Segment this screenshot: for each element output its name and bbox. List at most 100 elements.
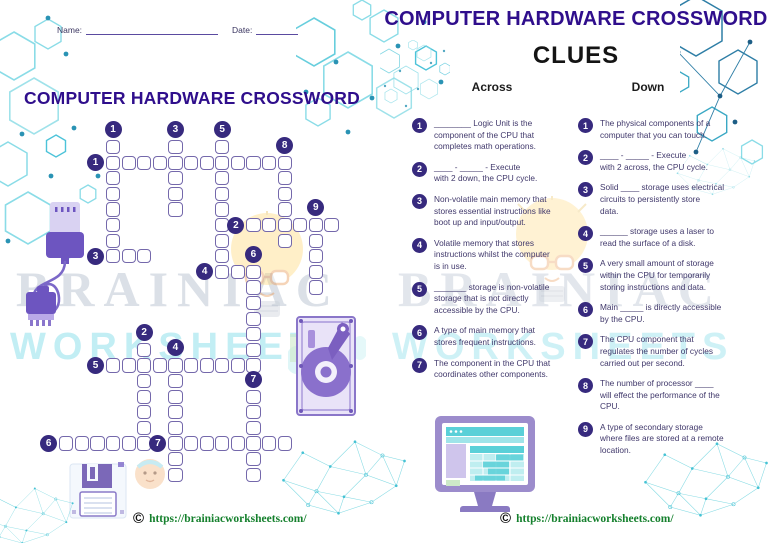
grid-cell[interactable] bbox=[137, 389, 152, 404]
grid-cell[interactable] bbox=[246, 342, 261, 357]
down-clue-4: 4______ storage uses a laser to read the… bbox=[578, 226, 736, 249]
grid-cell[interactable] bbox=[184, 155, 199, 170]
grid-cell[interactable] bbox=[308, 218, 323, 233]
grid-cell[interactable] bbox=[277, 155, 292, 170]
grid-cell[interactable] bbox=[308, 249, 323, 264]
grid-cell[interactable] bbox=[246, 452, 261, 467]
grid-cell[interactable] bbox=[215, 202, 230, 217]
grid-cell[interactable] bbox=[121, 436, 136, 451]
grid-cell[interactable] bbox=[168, 467, 183, 482]
grid-cell[interactable] bbox=[168, 436, 183, 451]
grid-cell[interactable] bbox=[168, 186, 183, 201]
grid-cell[interactable] bbox=[168, 420, 183, 435]
footer-url-left[interactable]: https://brainiacworksheets.com/ bbox=[149, 512, 307, 525]
grid-cell[interactable] bbox=[215, 155, 230, 170]
grid-cell[interactable] bbox=[246, 155, 261, 170]
grid-cell[interactable] bbox=[246, 264, 261, 279]
grid-cell[interactable] bbox=[246, 296, 261, 311]
grid-cell[interactable] bbox=[246, 280, 261, 295]
grid-cell[interactable] bbox=[230, 155, 245, 170]
grid-cell[interactable] bbox=[168, 405, 183, 420]
grid-cell[interactable] bbox=[59, 436, 74, 451]
grid-cell[interactable] bbox=[106, 358, 121, 373]
grid-cell[interactable] bbox=[262, 218, 277, 233]
grid-cell[interactable] bbox=[137, 155, 152, 170]
grid-cell[interactable] bbox=[106, 202, 121, 217]
grid-cell[interactable] bbox=[230, 264, 245, 279]
grid-cell[interactable] bbox=[215, 233, 230, 248]
grid-cell[interactable] bbox=[152, 155, 167, 170]
grid-cell[interactable] bbox=[246, 467, 261, 482]
grid-cell[interactable] bbox=[277, 436, 292, 451]
grid-cell[interactable] bbox=[230, 436, 245, 451]
grid-cell[interactable] bbox=[137, 358, 152, 373]
grid-cell[interactable] bbox=[277, 233, 292, 248]
grid-cell[interactable] bbox=[199, 358, 214, 373]
grid-cell[interactable] bbox=[137, 420, 152, 435]
grid-cell[interactable] bbox=[106, 155, 121, 170]
grid-cell[interactable] bbox=[199, 436, 214, 451]
grid-cell[interactable] bbox=[184, 358, 199, 373]
name-input-line[interactable] bbox=[86, 24, 219, 35]
grid-cell[interactable] bbox=[277, 186, 292, 201]
grid-cell[interactable] bbox=[106, 186, 121, 201]
grid-cell[interactable] bbox=[137, 249, 152, 264]
grid-cell[interactable] bbox=[277, 202, 292, 217]
grid-cell[interactable] bbox=[230, 358, 245, 373]
grid-cell[interactable] bbox=[90, 436, 105, 451]
grid-cell[interactable] bbox=[168, 452, 183, 467]
grid-cell[interactable] bbox=[106, 218, 121, 233]
grid-cell[interactable] bbox=[168, 374, 183, 389]
grid-cell[interactable] bbox=[106, 171, 121, 186]
grid-cell[interactable] bbox=[215, 264, 230, 279]
grid-cell[interactable] bbox=[262, 155, 277, 170]
grid-cell[interactable] bbox=[246, 405, 261, 420]
grid-cell[interactable] bbox=[168, 155, 183, 170]
network-decoration-bottom-left bbox=[0, 487, 74, 543]
grid-cell[interactable] bbox=[106, 436, 121, 451]
grid-cell[interactable] bbox=[246, 327, 261, 342]
grid-cell[interactable] bbox=[293, 218, 308, 233]
grid-cell[interactable] bbox=[137, 342, 152, 357]
grid-cell[interactable] bbox=[199, 155, 214, 170]
grid-cell[interactable] bbox=[246, 436, 261, 451]
grid-cell[interactable] bbox=[324, 218, 339, 233]
grid-cell[interactable] bbox=[246, 420, 261, 435]
grid-cell[interactable] bbox=[106, 249, 121, 264]
grid-cell[interactable] bbox=[246, 389, 261, 404]
grid-cell[interactable] bbox=[246, 218, 261, 233]
grid-cell[interactable] bbox=[106, 233, 121, 248]
grid-cell[interactable] bbox=[277, 171, 292, 186]
date-input-line[interactable] bbox=[256, 24, 299, 35]
grid-cell[interactable] bbox=[121, 249, 136, 264]
grid-cell[interactable] bbox=[74, 436, 89, 451]
grid-cell[interactable] bbox=[152, 358, 167, 373]
grid-cell[interactable] bbox=[308, 264, 323, 279]
grid-cell[interactable] bbox=[215, 140, 230, 155]
grid-cell[interactable] bbox=[121, 358, 136, 373]
grid-cell[interactable] bbox=[137, 405, 152, 420]
grid-cell[interactable] bbox=[308, 280, 323, 295]
grid-cell[interactable] bbox=[168, 202, 183, 217]
grid-cell[interactable] bbox=[137, 374, 152, 389]
grid-cell[interactable] bbox=[168, 140, 183, 155]
grid-cell[interactable] bbox=[121, 155, 136, 170]
grid-cell[interactable] bbox=[215, 358, 230, 373]
grid-cell[interactable] bbox=[262, 436, 277, 451]
grid-cell[interactable] bbox=[168, 171, 183, 186]
grid-cell[interactable] bbox=[215, 186, 230, 201]
grid-cell[interactable] bbox=[168, 358, 183, 373]
footer-url-right[interactable]: https://brainiacworksheets.com/ bbox=[516, 512, 674, 525]
grid-cell[interactable] bbox=[246, 311, 261, 326]
grid-cell[interactable] bbox=[168, 389, 183, 404]
grid-cell[interactable] bbox=[277, 218, 292, 233]
grid-cell[interactable] bbox=[215, 436, 230, 451]
grid-cell[interactable] bbox=[215, 171, 230, 186]
grid-cell[interactable] bbox=[106, 140, 121, 155]
grid-cell[interactable] bbox=[308, 233, 323, 248]
grid-cell[interactable] bbox=[215, 249, 230, 264]
grid-cell[interactable] bbox=[184, 436, 199, 451]
